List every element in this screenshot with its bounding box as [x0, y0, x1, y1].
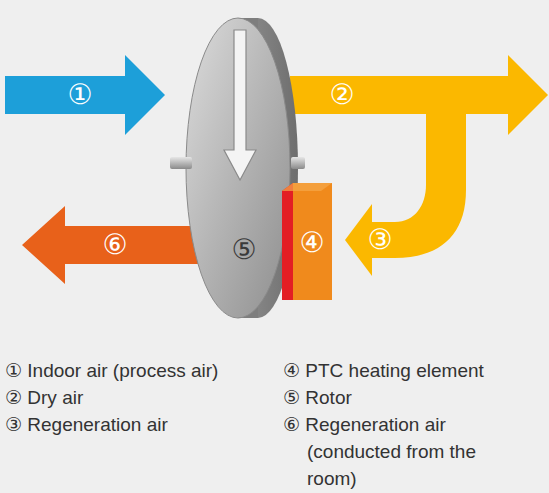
regeneration-air-arrow: ③	[340, 100, 470, 280]
key-entry: ② Dry air	[5, 384, 275, 411]
process-air-arrow: ①	[0, 50, 172, 142]
key-entry: ⑤ Rotor	[283, 384, 515, 411]
key-entry: ④ PTC heating element	[283, 357, 515, 384]
callout-number: ①	[67, 81, 92, 109]
callout-number: ②	[329, 81, 354, 109]
dry-air-arrow-shape	[285, 50, 549, 142]
heating-element: ④	[278, 178, 336, 304]
key-entry: ⑥ Regeneration air (conducted from the r…	[283, 411, 515, 492]
dry-air-arrow: ②	[285, 50, 549, 142]
callout-number: ③	[367, 226, 392, 254]
key-entry: ① Indoor air (process air)	[5, 357, 275, 384]
key-entry-box: ④ PTC heating element	[283, 357, 515, 384]
regeneration-air-arrow-shape	[340, 100, 470, 280]
callout-number: ⑤	[231, 236, 256, 264]
key-entry-box: ① Indoor air (process air)	[5, 357, 275, 384]
exhaust-air-arrow: ⑥	[15, 200, 200, 290]
callout-number: ⑥	[102, 231, 127, 259]
key-entry-box: ② Dry air	[5, 384, 275, 411]
key-entry-box: ⑥ Regeneration air (conducted from the r…	[283, 411, 515, 492]
key-entry-box: ③ Regeneration air	[5, 411, 275, 438]
key-entry-box: ⑤ Rotor	[283, 384, 515, 411]
callout-number: ④	[299, 229, 324, 257]
key-entry: ③ Regeneration air	[5, 411, 275, 438]
